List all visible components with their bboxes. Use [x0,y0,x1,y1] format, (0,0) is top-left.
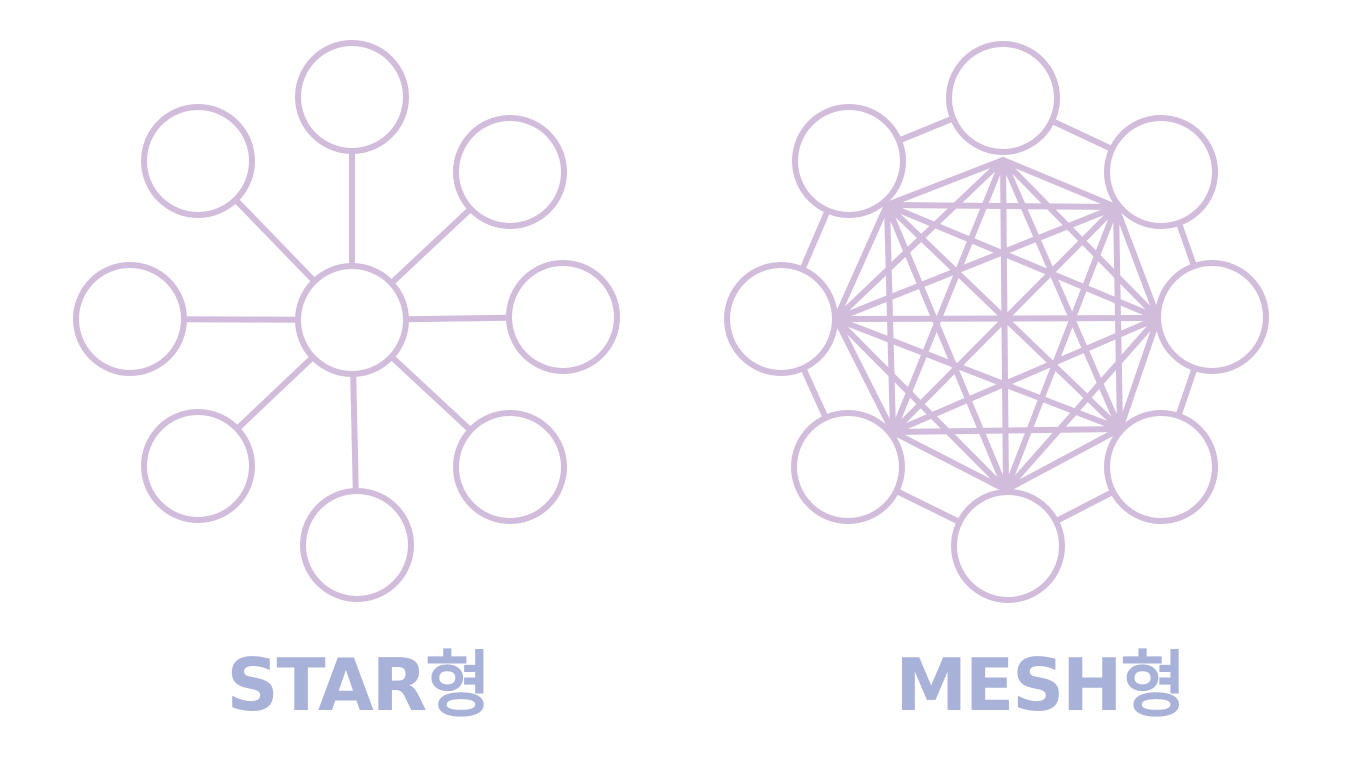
mesh-inner-edge-right-bottom-left [890,315,1161,435]
mesh-inner-edge-right-bottom-right [1117,315,1161,432]
mesh-inner-edge-bottom-right-left [833,316,1123,432]
mesh-inner-edge-top-right-top-left [884,202,1119,210]
mesh-inner-edge-bottom-right-bottom [1003,426,1123,493]
mesh-ring-edge-left-top-left [799,207,831,273]
star-node-bottom-right [453,410,567,524]
mesh-inner-edge-bottom-right-top-left [884,202,1123,432]
mesh-node-right [1155,260,1269,374]
star-edge-center-bottom-right [388,353,474,434]
mesh-inner-edge-top-right-bottom [1003,204,1119,493]
mesh-edges [799,115,1198,526]
star-node-bottom [300,488,414,602]
mesh-node-top-right [1104,115,1218,229]
mesh-ring-edge-bottom-left-left [800,365,829,421]
mesh-inner-edge-top-right-left [833,204,1119,322]
star-node-top-left [141,104,255,218]
mesh-inner-edge-bottom-left [833,316,1009,493]
mesh-node-top-left [792,104,906,218]
mesh-inner-edge-bottom-left-left [833,316,896,435]
mesh-node-top [946,41,1060,155]
mesh-inner-edge-right-bottom [1003,315,1161,493]
mesh-inner-edge-bottom-top-left [884,202,1009,493]
star-edges [180,148,513,495]
mesh-node-bottom-left [791,410,905,524]
mesh-node-left [724,262,838,376]
star-edge-center-bottom [350,370,359,495]
mesh-ring-edge-bottom-bottom-left [893,487,963,526]
star-node-top [295,40,409,154]
star-edge-center-top-left [232,196,318,285]
star-node-right [506,260,620,374]
mesh-node-bottom-right [1104,410,1218,524]
star-edge-center-left [180,316,302,323]
mesh-inner-edge-top-bottom [1000,157,1009,493]
mesh-inner-edge-left-top-left [833,202,890,322]
mesh-inner-edge-right-left [833,315,1161,322]
star-edge-center-top-right [388,205,474,287]
mesh-inner-edge-bottom-right-bottom-left [890,426,1123,435]
star-nodes [73,40,620,602]
mesh-inner-edge-bottom-left-top-left [884,202,896,435]
star-edge-center-right [402,314,513,323]
mesh-topology-label: MESH형 [895,643,1186,727]
star-node-bottom-left [141,409,255,523]
mesh-ring-edge-top-right-right [1175,219,1198,270]
mesh-ring-edge-bottom-right-bottom [1052,488,1117,525]
mesh-nodes [724,41,1269,603]
star-node-center [295,263,409,377]
mesh-inner-edge-top-top-right [1000,157,1119,210]
star-node-left [73,262,187,376]
star-edge-center-bottom-left [234,354,316,432]
mesh-inner-edge-top-left-top [884,157,1006,208]
mesh-inner-edge-bottom-bottom-left [890,429,1009,493]
mesh-ring-edge-right-bottom-right [1175,365,1198,419]
mesh-inner-edge-right-top-left [884,202,1161,321]
mesh-ring-edge-top-top-right [1048,117,1116,153]
star-topology-label: STAR형 [226,643,492,727]
mesh-ring-edge-top-left-top [895,115,957,144]
star-node-top-right [453,115,567,229]
mesh-node-bottom [951,489,1065,603]
mesh-inner-edge-top-right-right [1113,204,1161,321]
